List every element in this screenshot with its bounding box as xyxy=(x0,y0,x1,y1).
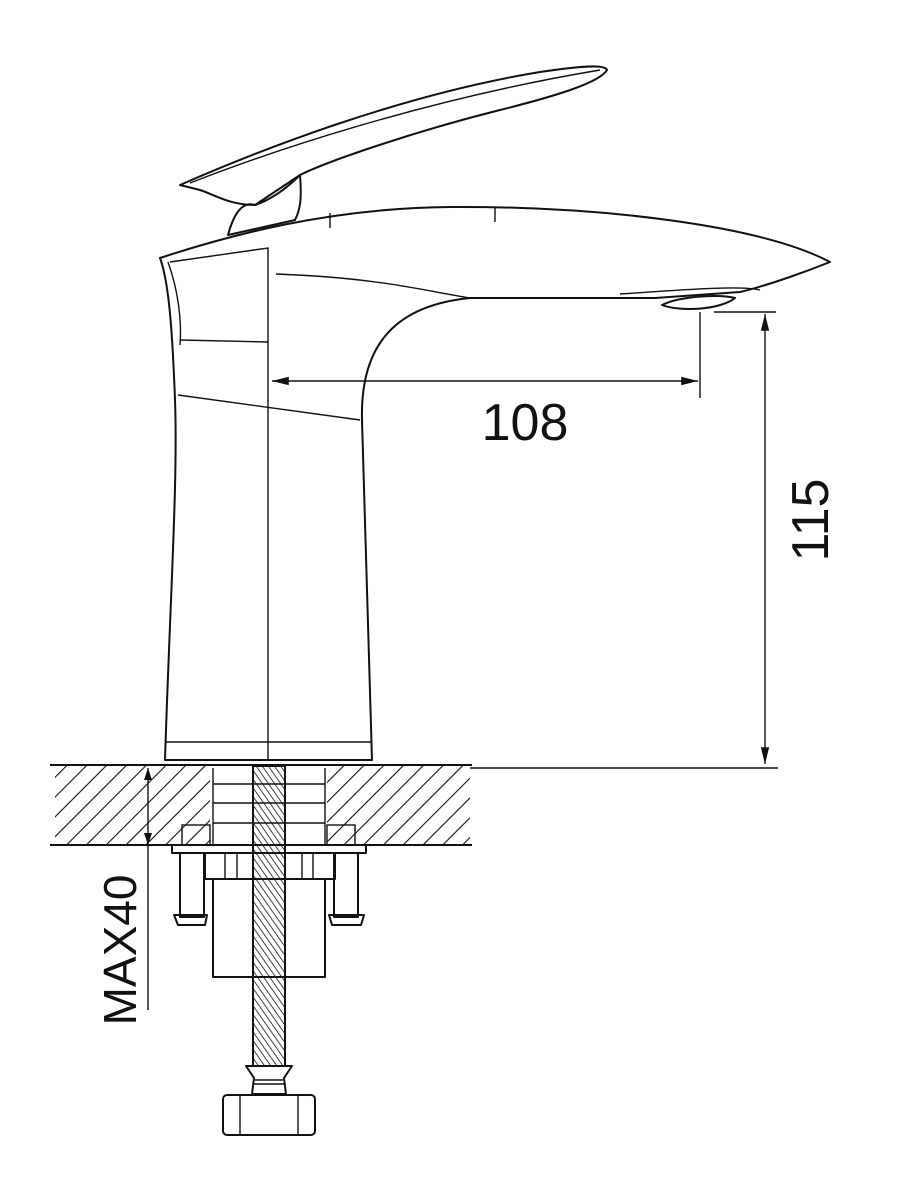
dimension-spout-height: 115 xyxy=(470,311,840,769)
dimension-max-thickness: MAX40 xyxy=(94,768,152,1025)
dimension-115-label: 115 xyxy=(782,479,840,562)
faucet-body xyxy=(159,205,831,761)
lever-handle xyxy=(179,65,608,236)
dimension-108-label: 108 xyxy=(482,394,569,452)
dimension-spout-reach: 108 xyxy=(272,312,701,452)
threaded-rod xyxy=(222,765,316,1136)
dimension-max40-label: MAX40 xyxy=(94,875,146,1026)
